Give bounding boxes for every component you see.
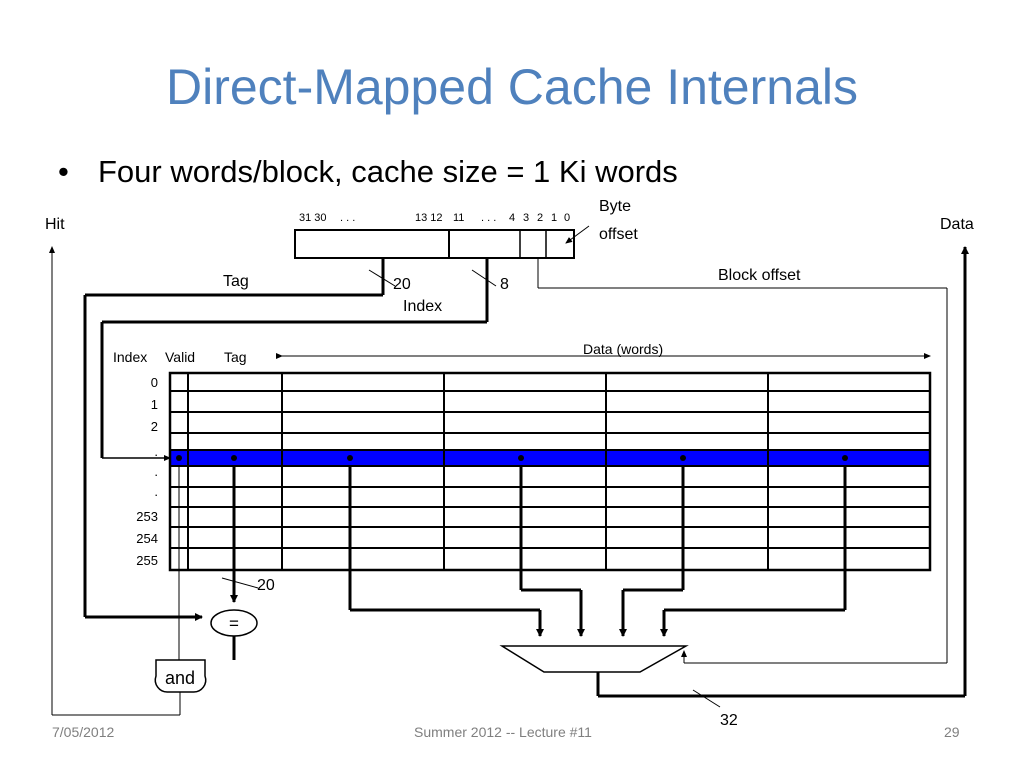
address-register: 31 30 . . . 13 12 11 . . . 4 3 2 1 0 [294, 212, 575, 259]
comparator: = [210, 609, 258, 637]
row-label: . [154, 484, 158, 499]
bit-label-1: 1 [551, 212, 557, 224]
byte-offset-label-1: Byte [599, 198, 631, 215]
bit-label-dots-2: . . . [481, 212, 496, 224]
comparator-symbol: = [229, 614, 239, 633]
slide-title: Direct-Mapped Cache Internals [166, 59, 858, 115]
row-label: 0 [151, 375, 158, 390]
and-gate-label: and [165, 668, 195, 688]
tag-field-label: Tag [223, 273, 249, 290]
row-label: 1 [151, 397, 158, 412]
bit-label-0: 0 [564, 212, 570, 224]
output-width-label: 32 [720, 712, 738, 729]
bit-label-dots-1: . . . [340, 212, 355, 224]
bit-label-31-30: 31 30 [299, 212, 327, 224]
data-path-wires [83, 246, 969, 698]
bullet-item: • Four words/block, cache size = 1 Ki wor… [58, 154, 678, 190]
index-field-label: Index [403, 298, 442, 315]
control-wires [49, 246, 948, 716]
header-tag: Tag [224, 349, 247, 365]
multiplexer [499, 645, 689, 673]
byte-offset-label-2: offset [599, 226, 638, 243]
row-label: . [154, 444, 158, 459]
footer-page-number: 29 [944, 724, 960, 740]
block-offset-label: Block offset [718, 267, 801, 284]
header-valid: Valid [165, 349, 195, 365]
bit-label-13-12: 13 12 [415, 212, 443, 224]
bit-label-4: 4 [509, 212, 515, 224]
bit-label-11: 11 [453, 212, 464, 224]
header-data-words: Data (words) [583, 341, 663, 357]
row-label: 255 [136, 553, 158, 568]
cache-table [168, 371, 932, 572]
tag-width-label: 20 [393, 276, 411, 293]
bullet-marker: • [58, 154, 69, 189]
bit-label-3: 3 [523, 212, 529, 224]
header-index: Index [113, 349, 147, 365]
bit-label-2: 2 [537, 212, 543, 224]
and-gate: and [154, 659, 207, 693]
data-label: Data [940, 216, 974, 233]
footer-date: 7/05/2012 [52, 724, 115, 740]
index-width-label: 8 [500, 276, 509, 293]
row-label: 254 [136, 531, 158, 546]
selected-row [170, 450, 930, 466]
row-label: 253 [136, 509, 158, 524]
row-label: . [154, 464, 158, 479]
compare-width-label: 20 [257, 577, 275, 594]
footer-lecture: Summer 2012 -- Lecture #11 [414, 724, 592, 740]
hit-label: Hit [45, 216, 65, 233]
row-label: 2 [151, 419, 158, 434]
bullet-text: Four words/block, cache size = 1 Ki word… [98, 154, 678, 189]
byte-offset-pointer [565, 225, 590, 244]
